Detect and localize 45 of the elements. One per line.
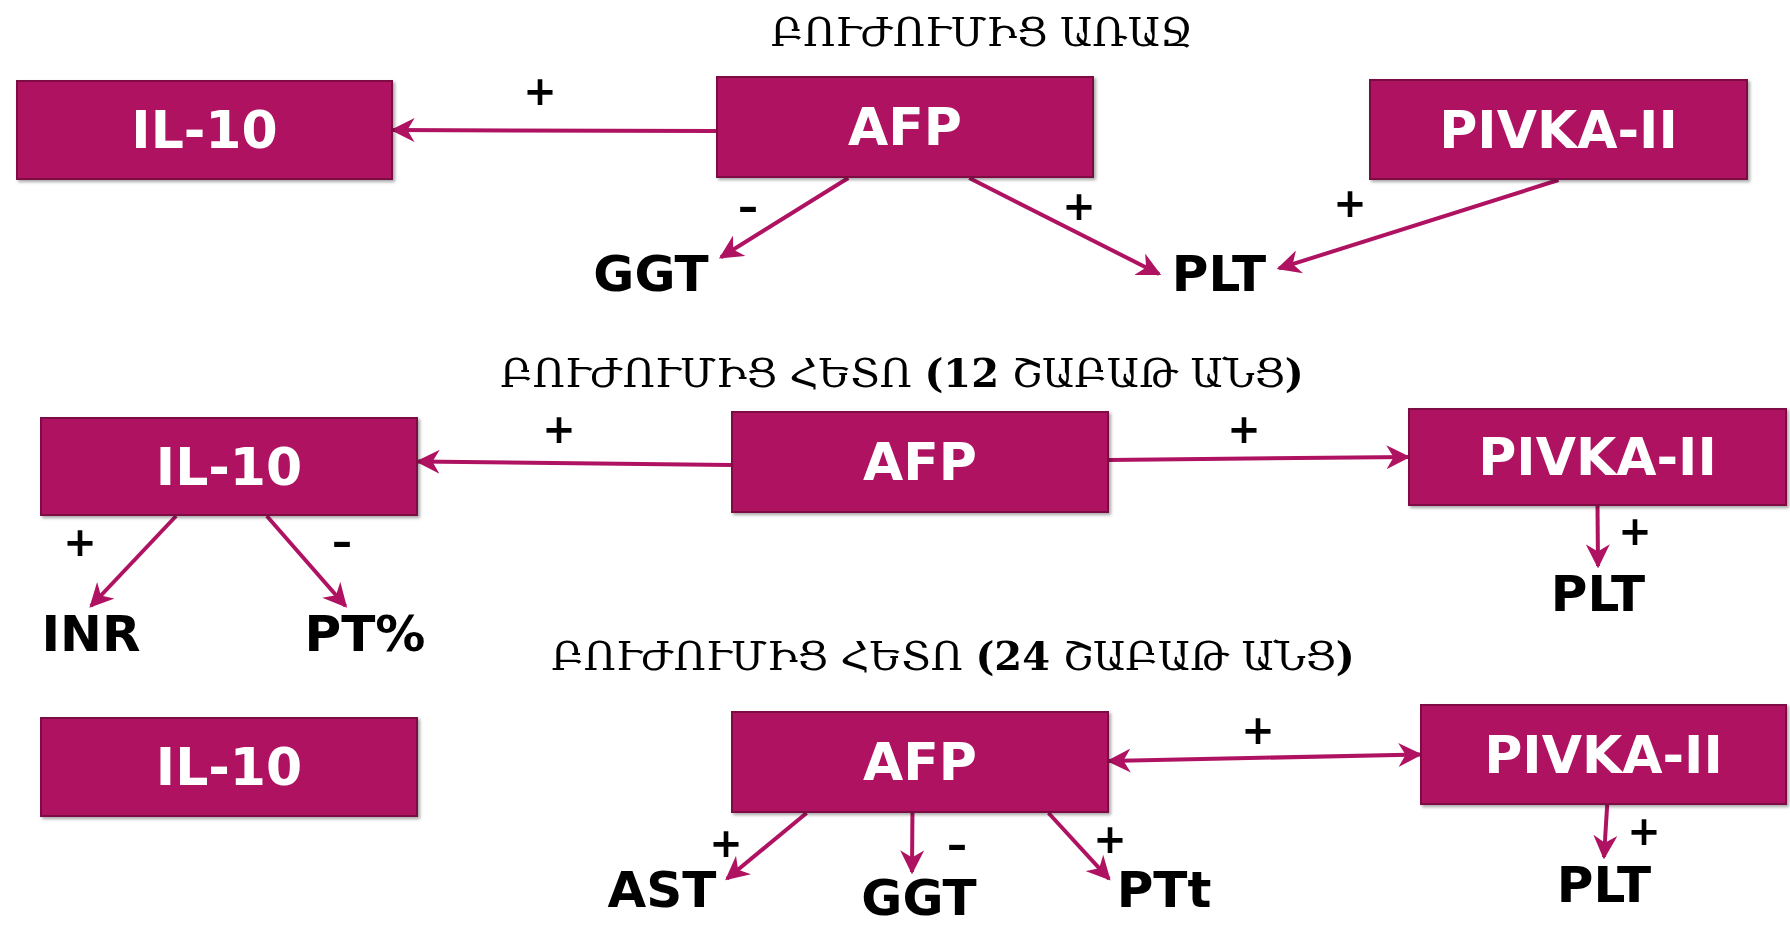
edge-label: + — [1062, 186, 1096, 226]
edge-label: + — [1627, 811, 1661, 851]
marker-label: GGT — [581, 246, 721, 302]
marker-box: AFP — [731, 411, 1109, 513]
edge-label: – — [738, 187, 758, 227]
arrow — [1276, 178, 1560, 274]
marker-label: GGT — [849, 872, 989, 924]
marker-label: PLT — [1538, 566, 1658, 622]
edge-label: + — [709, 823, 743, 863]
arrow — [1585, 506, 1610, 569]
arrow — [1593, 804, 1618, 860]
edge-label: – — [332, 522, 352, 562]
arrow — [265, 514, 348, 608]
marker-box: IL-10 — [40, 417, 418, 516]
arrow — [900, 813, 925, 875]
marker-box: PIVKA-II — [1369, 79, 1748, 180]
marker-label: PT% — [300, 606, 430, 662]
marker-label: AST — [597, 862, 727, 918]
edge-label: + — [1333, 183, 1367, 223]
edge-label: + — [1618, 511, 1652, 551]
section-title: ԲՈՒԺՈՒՄԻՑ ԱՌԱՋ — [770, 12, 1194, 52]
marker-box: IL-10 — [40, 717, 418, 817]
arrow — [89, 514, 178, 608]
arrow — [968, 176, 1162, 276]
marker-box: PIVKA-II — [1420, 704, 1787, 805]
marker-box: AFP — [716, 76, 1094, 178]
edge-label: + — [1093, 819, 1127, 859]
edge-label: – — [947, 825, 967, 865]
arrow — [1047, 811, 1111, 881]
arrow — [725, 811, 808, 881]
section-title: ԲՈՒԺՈՒՄԻՑ ՀԵՏՈ (12 ՇԱԲԱԹ ԱՆՑ) — [500, 353, 1304, 393]
edge-label: + — [1227, 409, 1261, 449]
marker-label: PTt — [1109, 862, 1219, 918]
marker-box: AFP — [731, 711, 1109, 813]
edge-label: + — [542, 409, 576, 449]
marker-label: INR — [31, 606, 151, 662]
section-title: ԲՈՒԺՈՒՄԻՑ ՀԵՏՈ (24 ՇԱԲԱԹ ԱՆՑ) — [551, 636, 1355, 676]
marker-label: PLT — [1159, 246, 1279, 302]
marker-label: PLT — [1544, 857, 1664, 913]
edge-label: + — [63, 522, 97, 562]
arrow — [718, 176, 850, 259]
marker-box: PIVKA-II — [1408, 408, 1787, 506]
marker-box: IL-10 — [16, 80, 393, 180]
edge-label: + — [523, 71, 557, 111]
edge-label: + — [1241, 710, 1275, 750]
